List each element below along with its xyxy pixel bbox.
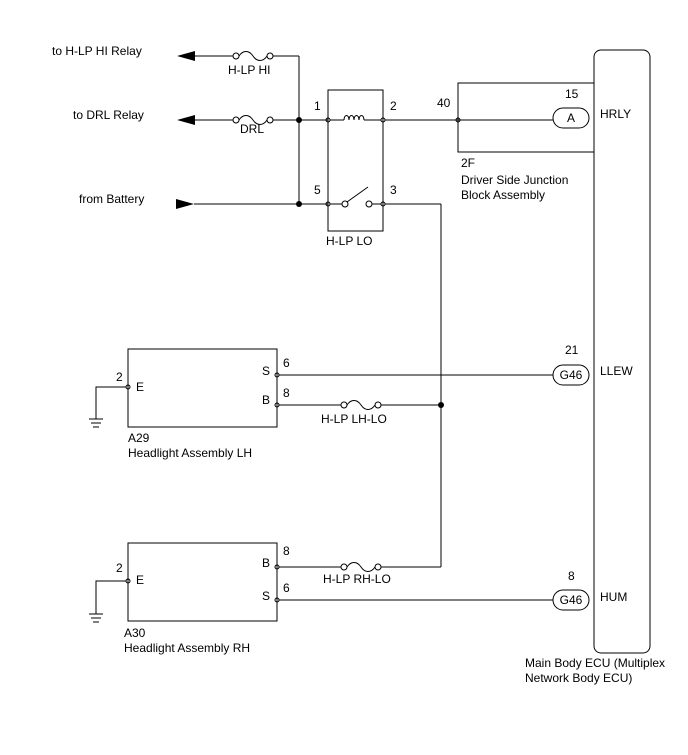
relay-pin1-label: 1 bbox=[314, 99, 321, 113]
rh-pin-b-label: 8 bbox=[283, 544, 290, 558]
rh-term-s: S bbox=[262, 589, 270, 603]
ecu-hum-pin: 8 bbox=[568, 569, 575, 583]
fuse-drl-icon bbox=[232, 115, 274, 125]
rh-term-b: B bbox=[262, 556, 270, 570]
ecu-terminal-hum: HUM bbox=[600, 590, 627, 604]
relay-coil-icon bbox=[343, 115, 365, 121]
rh-ground-icon bbox=[89, 613, 103, 623]
relay-name-label: H-LP LO bbox=[326, 234, 372, 248]
lh-code: A29 bbox=[128, 431, 150, 445]
fuse-hlp-hi-icon bbox=[232, 51, 274, 61]
rh-name: Headlight Assembly RH bbox=[124, 641, 250, 655]
lh-term-e: E bbox=[136, 380, 144, 394]
relay-pin2-label: 2 bbox=[390, 99, 397, 113]
lh-name: Headlight Assembly LH bbox=[128, 446, 252, 460]
junction-pin-40: 40 bbox=[437, 96, 451, 110]
lh-ground-icon bbox=[89, 418, 103, 428]
connector-g46-llew-badge bbox=[552, 364, 590, 386]
lh-term-s: S bbox=[262, 364, 270, 378]
rh-code: A30 bbox=[124, 626, 146, 640]
junction-code: 2F bbox=[461, 156, 475, 170]
from-battery-label: from Battery bbox=[79, 192, 144, 206]
ecu-llew-pin: 21 bbox=[565, 343, 579, 357]
to-drl-relay-label: to DRL Relay bbox=[73, 108, 144, 122]
lh-pin-b-label: 8 bbox=[283, 386, 290, 400]
relay-hlp-lo bbox=[327, 89, 384, 232]
fuse-hlp-lh-lo-icon bbox=[340, 400, 382, 410]
headlight-rh bbox=[127, 542, 278, 622]
fuse-hlp-lh-lo-label: H-LP LH-LO bbox=[321, 412, 387, 426]
connector-g46-llew-label: G46 bbox=[560, 368, 583, 382]
lh-pin-s-label: 6 bbox=[283, 356, 290, 370]
to-hlp-hi-relay-label: to H-LP HI Relay bbox=[52, 44, 142, 58]
fuse-hlp-rh-lo-icon bbox=[340, 562, 382, 572]
junction-pin40-dot bbox=[455, 117, 461, 123]
arrow-left-hlp-hi bbox=[177, 51, 195, 61]
connector-g46-hum-badge bbox=[552, 589, 590, 611]
fuse-drl-label: DRL bbox=[240, 122, 264, 136]
relay-switch-blade-icon bbox=[346, 186, 369, 203]
relay-pin3-label: 3 bbox=[390, 183, 397, 197]
headlight-lh bbox=[127, 348, 278, 428]
rh-pin-s-label: 6 bbox=[283, 581, 290, 595]
relay-switch-contact-left bbox=[341, 200, 349, 208]
connector-g46-hum-label: G46 bbox=[560, 593, 583, 607]
arrow-left-drl bbox=[177, 115, 195, 125]
junction-name-line1: Driver Side Junction bbox=[461, 173, 568, 187]
main-body-ecu bbox=[593, 49, 651, 654]
lh-ground-wire bbox=[95, 386, 126, 419]
ecu-terminal-hrly: HRLY bbox=[600, 107, 631, 121]
junction-dot-battery bbox=[296, 201, 302, 207]
junction-dot-drl bbox=[296, 117, 302, 123]
rh-term-e: E bbox=[136, 573, 144, 587]
ecu-terminal-llew: LLEW bbox=[600, 364, 633, 378]
rh-pin-e-label: 2 bbox=[116, 561, 123, 575]
lh-term-b: B bbox=[262, 393, 270, 407]
ecu-name-line1: Main Body ECU (Multiplex bbox=[525, 656, 665, 670]
rh-ground-wire bbox=[95, 580, 126, 614]
fuse-hlp-hi-label: H-LP HI bbox=[228, 63, 270, 77]
lh-pin-e-label: 2 bbox=[116, 370, 123, 384]
junction-pin-15: 15 bbox=[565, 87, 579, 101]
connector-a-badge bbox=[552, 107, 590, 129]
connector-a-label: A bbox=[567, 111, 575, 125]
fuse-hlp-rh-lo-label: H-LP RH-LO bbox=[323, 572, 391, 586]
arrow-right-battery bbox=[176, 199, 194, 209]
junction-name-line2: Block Assembly bbox=[461, 188, 545, 202]
relay-pin5-label: 5 bbox=[314, 183, 321, 197]
ecu-name-line2: Network Body ECU) bbox=[525, 671, 632, 685]
